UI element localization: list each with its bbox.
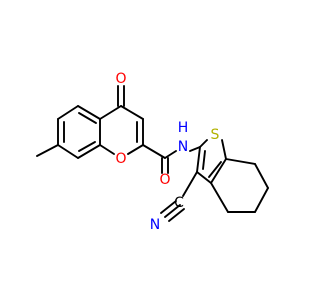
bond-methyl xyxy=(36,144,59,157)
bond-thio-1 xyxy=(199,139,208,148)
bond-pyr-2 xyxy=(120,105,144,120)
atom-amide-oxygen: O xyxy=(159,172,170,188)
bond-benz-3-inner xyxy=(78,112,97,124)
bond-thio-3 xyxy=(210,158,227,184)
bond-benz-5-inner xyxy=(78,141,96,152)
atom-nitrile-carbon: C xyxy=(174,195,184,211)
bond-pyr-4 xyxy=(127,144,144,155)
bond-benz-6 xyxy=(57,144,79,159)
bond-thio-3-inner xyxy=(208,161,222,178)
bond-benz-3 xyxy=(77,105,101,120)
atom-labels: O O O N H S C N xyxy=(115,71,219,233)
bond-c3-cn xyxy=(182,171,198,197)
atom-amide-nitrogen: N xyxy=(178,139,188,155)
atom-amide-hydrogen: H xyxy=(178,120,189,136)
bond-pyr-1 xyxy=(99,105,122,120)
bond-thio-2 xyxy=(221,139,227,160)
bond-pyr-5 xyxy=(99,144,115,155)
bond-camide-n xyxy=(164,150,177,159)
bond-cy-1 xyxy=(225,158,256,165)
bond-c2-camide xyxy=(142,144,166,159)
bond-cy-2 xyxy=(254,163,269,189)
bond-cn-triple-3 xyxy=(168,208,185,222)
bond-cy-5 xyxy=(210,182,229,213)
bond-benz-2 xyxy=(57,105,79,120)
bond-n-cthio xyxy=(189,146,201,152)
atom-carbonyl-oxygen: O xyxy=(115,71,126,87)
atom-nitrile-nitrogen: N xyxy=(150,217,160,233)
bond-thio-4 xyxy=(196,171,212,184)
bond-cn-triple-2 xyxy=(160,200,177,214)
bonds xyxy=(36,85,269,222)
molecule-drawing: O O O N H S C N xyxy=(36,71,269,233)
bond-benz-5 xyxy=(77,144,101,159)
atom-thiophene-sulfur: S xyxy=(211,127,220,143)
bond-cy-3 xyxy=(254,187,269,213)
atom-ring-oxygen: O xyxy=(115,151,126,167)
bond-thio-5 xyxy=(196,146,201,173)
structure-canvas: O O O N H S C N xyxy=(36,71,269,233)
bond-cn-triple-1 xyxy=(164,204,181,218)
bond-thio-5-inner xyxy=(202,150,206,170)
